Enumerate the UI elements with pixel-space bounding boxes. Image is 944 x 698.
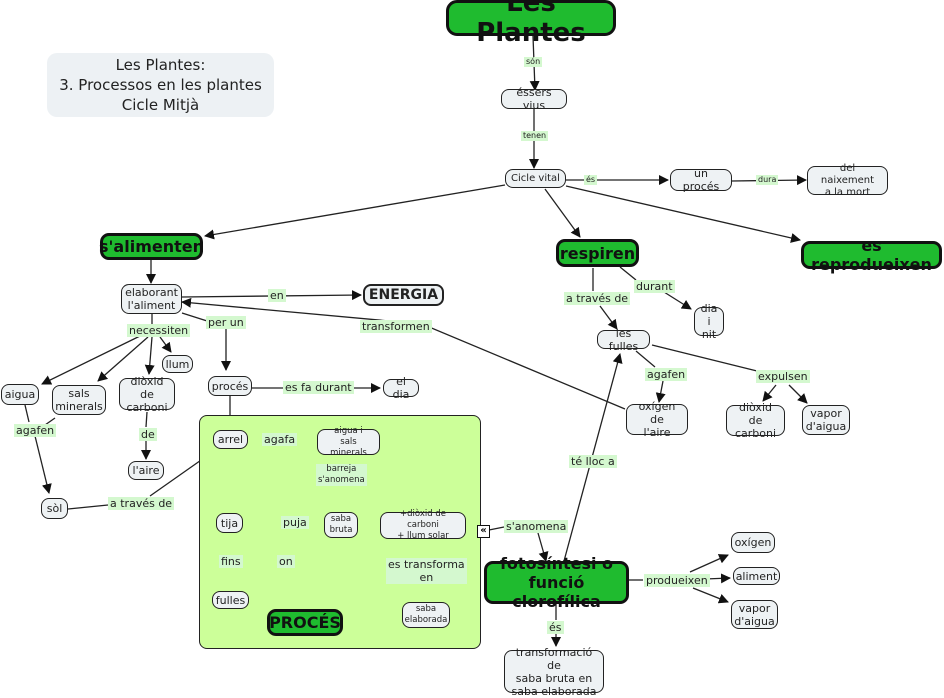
node-oxigen[interactable]: oxígen	[731, 532, 775, 553]
link-on: on	[277, 555, 295, 568]
node-dioxid-llum[interactable]: +diòxid de carboni + llum solar	[380, 509, 466, 541]
node-tija[interactable]: tija	[216, 513, 243, 533]
link-per-un: per un	[206, 316, 246, 329]
node-sals-minerals[interactable]: sals minerals	[52, 385, 106, 415]
node-dioxid-carboni-2[interactable]: diòxid de carboni	[726, 401, 785, 440]
node-proces-key[interactable]: PROCÉS	[267, 609, 343, 636]
line-a-traves-1	[67, 504, 109, 510]
link-agafa: agafa	[262, 433, 298, 446]
line-cicle-alimenten	[204, 184, 506, 240]
line-nec-sals	[97, 336, 149, 382]
node-vapor-aigua-1[interactable]: vapor d'aigua	[802, 405, 850, 435]
link-necessiten: necessiten	[127, 324, 191, 337]
node-sol[interactable]: sòl	[41, 498, 68, 519]
link-a-traves-1: a través de	[108, 497, 175, 510]
line-prod-oxigen	[689, 554, 729, 573]
link-en: en	[268, 289, 286, 302]
link-transformen: transformen	[360, 320, 432, 333]
node-s-alimenten[interactable]: s'alimenten	[99, 233, 204, 260]
line-nec-llum	[159, 336, 172, 353]
node-un-proces[interactable]: un procés	[670, 167, 732, 193]
collapse-icon[interactable]: «	[477, 525, 490, 538]
line-a-traves-2	[599, 305, 618, 330]
link-s-anomena: s'anomena	[504, 520, 569, 533]
node-saba-elaborada[interactable]: saba elaborada	[402, 602, 450, 628]
node-respiren[interactable]: respiren	[556, 239, 639, 267]
link-es-1: és	[584, 175, 598, 185]
node-fotosintesi[interactable]: fotosíntesi o funció clorofílica	[484, 554, 629, 611]
node-aigua-sals[interactable]: aigua i sals minerals	[317, 426, 380, 458]
node-proces[interactable]: procés	[208, 376, 252, 396]
line-expulsen-vapor	[788, 384, 808, 404]
link-barreja: barreja s'anomena	[316, 464, 367, 486]
line-nec-dioxid	[144, 336, 155, 375]
node-essers-vius[interactable]: éssers vius	[501, 86, 567, 112]
node-fulles[interactable]: fulles	[212, 591, 249, 609]
node-elaborant[interactable]: elaborant l'aliment	[121, 284, 182, 314]
link-es-fa-durant: es fa durant	[283, 381, 354, 394]
link-durant: durant	[634, 280, 675, 293]
link-es-2: és	[547, 621, 564, 634]
link-a-traves-2: a través de	[564, 292, 631, 305]
link-agafen-2: agafen	[645, 368, 688, 381]
node-les-plantes[interactable]: Les Plantes	[446, 0, 616, 48]
line-agafen-1	[34, 435, 52, 494]
link-produeixen: produeixen	[644, 574, 710, 587]
node-l-aire[interactable]: l'aire	[128, 461, 164, 480]
node-saba-bruta[interactable]: saba bruta	[324, 512, 358, 538]
node-vapor-aigua-2[interactable]: vapor d'aigua	[731, 600, 778, 629]
link-tenen: tenen	[521, 131, 549, 141]
node-energia[interactable]: ENERGIA	[363, 284, 444, 306]
node-del-naixement[interactable]: del naixement a la mort	[807, 163, 888, 198]
link-es-transforma: es transforma en	[386, 558, 467, 584]
line-nec-aigua	[41, 335, 141, 385]
info-box: Les Plantes: 3. Processos en les plantes…	[47, 53, 274, 117]
node-dioxid-carboni-1[interactable]: diòxid de carboni	[119, 375, 175, 414]
line-s-anomena	[537, 532, 549, 562]
link-dura: dura	[756, 175, 779, 185]
line-cicle-respiren	[544, 188, 581, 238]
node-dia-nit[interactable]: dia i nit	[694, 302, 724, 341]
node-llum[interactable]: llum	[162, 355, 193, 373]
node-les-fulles[interactable]: les fulles	[597, 327, 650, 353]
line-durant	[663, 291, 692, 310]
link-fins: fins	[219, 555, 243, 568]
node-aigua[interactable]: aigua	[1, 384, 39, 405]
line-expulsen-dioxid	[762, 384, 777, 402]
link-son: són	[524, 57, 543, 67]
line-agafen-2	[655, 380, 666, 403]
line-prod-vapor	[692, 587, 729, 604]
link-puja: puja	[281, 516, 309, 529]
link-te-lloc-a: té lloc a	[569, 455, 617, 468]
node-aliment[interactable]: aliment	[733, 567, 780, 585]
node-oxigen-aire[interactable]: oxígen de l'aire	[626, 400, 688, 439]
node-transformacio[interactable]: transformació de saba bruta en saba elab…	[504, 646, 604, 698]
link-expulsen: expulsen	[756, 370, 810, 383]
node-cicle-vital[interactable]: Cicle vital	[505, 169, 566, 188]
node-arrel[interactable]: arrel	[213, 430, 248, 449]
link-de: de	[139, 428, 157, 441]
node-el-dia[interactable]: el dia	[383, 375, 419, 401]
node-es-reprodueixen[interactable]: es reprodueixen	[801, 236, 942, 274]
line-cicle-reprodueixen	[565, 185, 801, 243]
link-agafen-1: agafen	[14, 424, 57, 437]
